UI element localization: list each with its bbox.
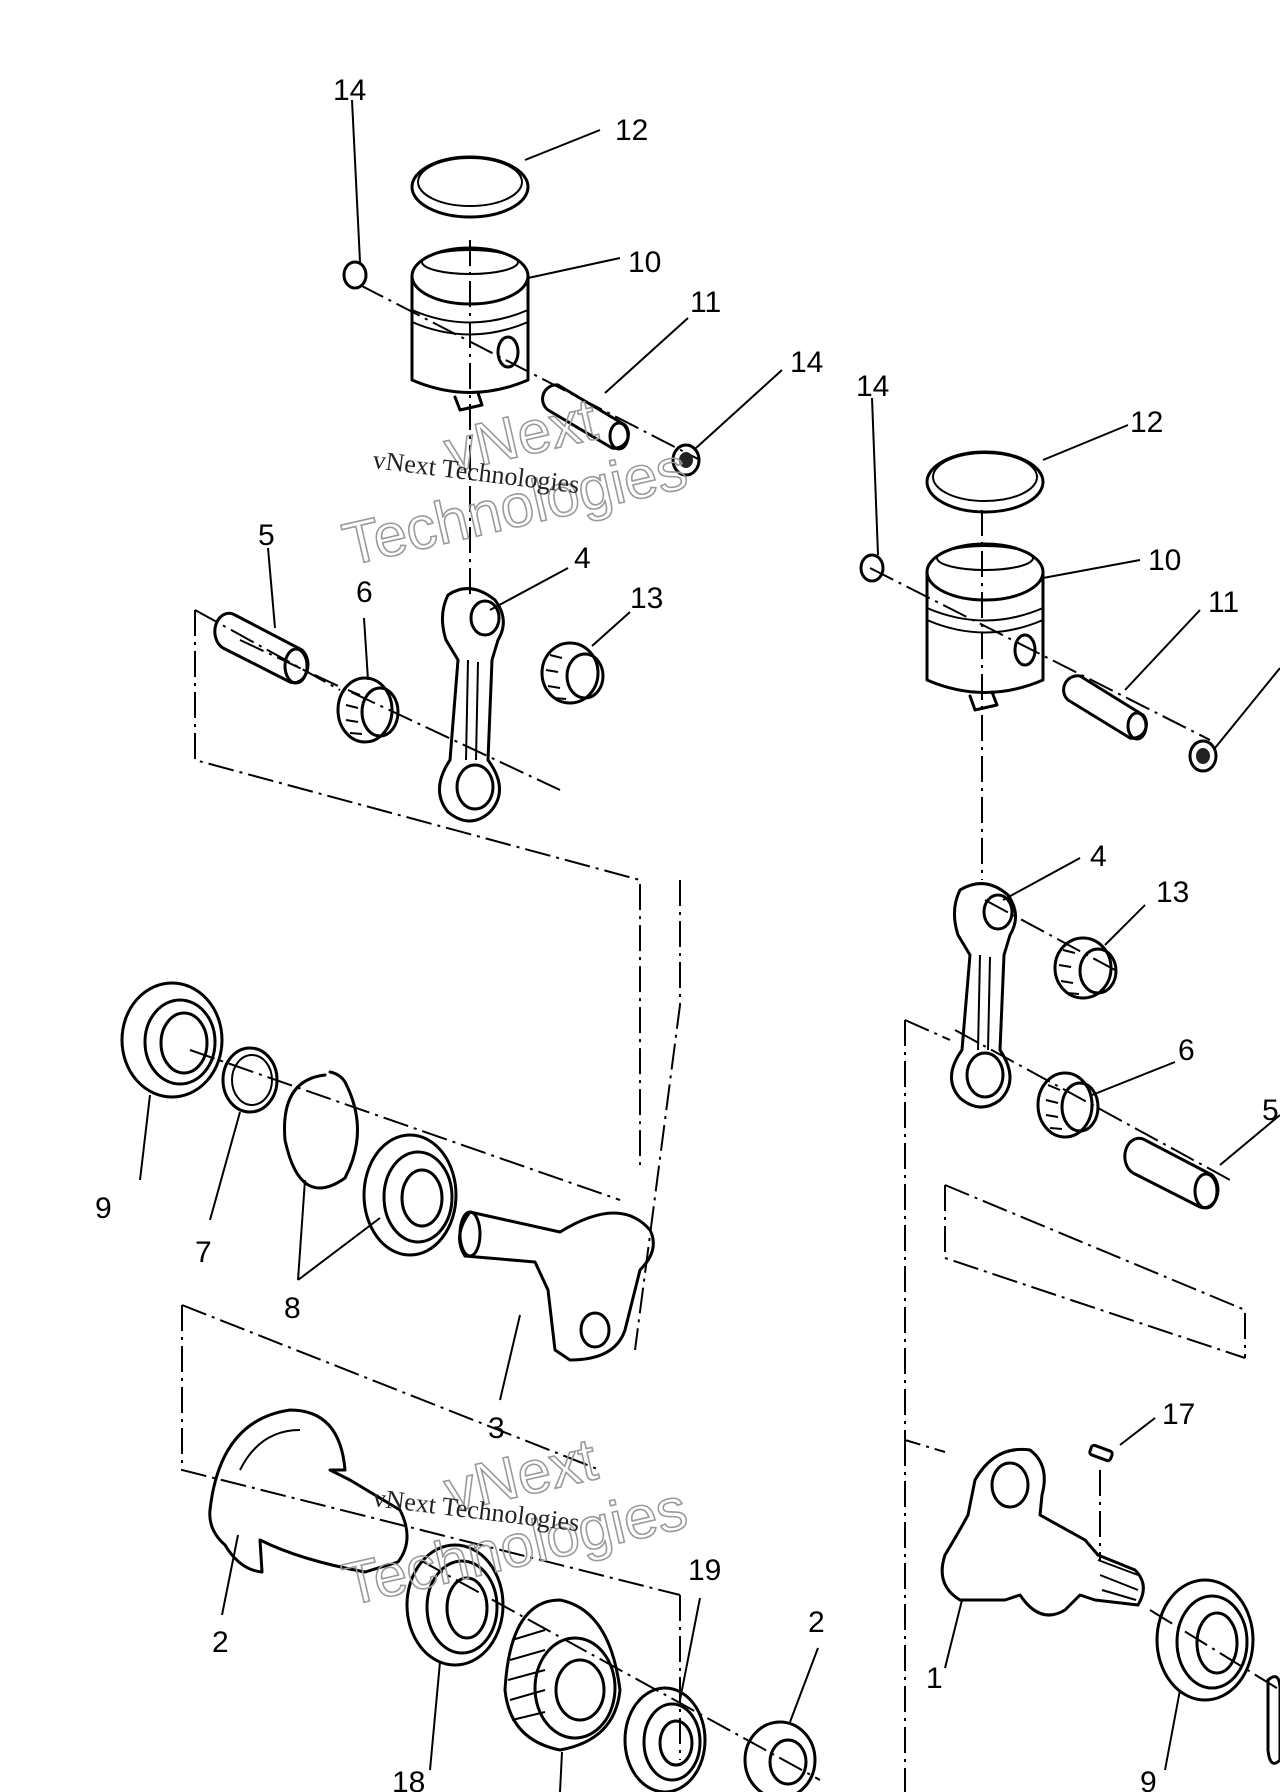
ball-bearing-18 <box>405 1543 505 1667</box>
callout-left-14a: 14 <box>333 74 366 107</box>
callout-right-10: 10 <box>1148 544 1181 577</box>
circlip-left-b <box>671 443 701 477</box>
piston-ring-right <box>925 450 1045 514</box>
right-frames <box>904 1019 1246 1792</box>
callout-left-9: 9 <box>95 1192 112 1225</box>
crankshaft-half-2-left <box>208 1408 409 1574</box>
callout-right-12: 12 <box>1130 406 1163 439</box>
crankshaft-half-1 <box>940 1447 1145 1617</box>
callout-left-3: 3 <box>488 1412 505 1445</box>
callout-left-12: 12 <box>615 114 648 147</box>
piston-left <box>410 246 530 412</box>
callout-right-1: 1 <box>926 1662 943 1695</box>
ball-bearing-19 <box>623 1686 707 1792</box>
right-centerlines <box>869 510 1280 1691</box>
callout-left-7: 7 <box>195 1236 212 1269</box>
callout-left-6: 6 <box>356 576 373 609</box>
piston-pin-right <box>1062 674 1148 741</box>
callout-right-6: 6 <box>1178 1034 1195 1067</box>
callout-right-4: 4 <box>1090 840 1107 873</box>
connecting-rod-right <box>950 882 1017 1109</box>
crank-pin-right <box>1123 1136 1220 1210</box>
piston-ring-left <box>410 155 530 219</box>
circlip-right <box>859 553 885 583</box>
circlip-right-b <box>1188 739 1218 773</box>
crank-pin-left <box>213 611 310 685</box>
piston-pin-left <box>541 383 630 451</box>
callout-left-5: 5 <box>258 519 275 552</box>
needle-bearing-right-13 <box>1053 936 1118 1000</box>
shim-washer-7 <box>221 1046 279 1114</box>
drive-gear <box>503 1598 622 1752</box>
callout-right-13: 13 <box>1156 876 1189 909</box>
ball-bearing-right-9 <box>1155 1578 1255 1702</box>
snap-ring-8 <box>283 1070 359 1190</box>
callout-left-8: 8 <box>284 1292 301 1325</box>
callout-right-9: 9 <box>1140 1766 1157 1792</box>
callout-labels: 14 12 10 11 14 5 6 4 13 9 7 8 3 2 19 2 1… <box>95 74 1279 1792</box>
connecting-rod-left <box>438 587 505 823</box>
callout-left-13: 13 <box>630 582 663 615</box>
oil-seal-2 <box>743 1720 817 1792</box>
needle-bearing-right-6 <box>1036 1071 1100 1139</box>
partial-part-right-edge <box>1266 1675 1280 1765</box>
left-lower-frame <box>181 1304 681 1760</box>
callout-right-14: 14 <box>856 370 889 403</box>
needle-bearing-left-6 <box>336 676 400 744</box>
piston-right <box>925 542 1045 712</box>
callout-right-11: 11 <box>1208 586 1239 619</box>
crankshaft-half-3 <box>458 1210 655 1362</box>
callout-left-14b: 14 <box>790 346 823 379</box>
ball-bearing-left-8 <box>362 1133 458 1257</box>
left-upper-frame <box>194 609 681 1351</box>
ball-bearing-left-9 <box>120 981 224 1099</box>
callout-left-19: 19 <box>688 1554 721 1587</box>
circlip-left-a <box>342 260 368 290</box>
left-leader-lines <box>139 99 819 1792</box>
callout-left-4: 4 <box>574 542 591 575</box>
needle-bearing-left-13 <box>540 641 605 705</box>
callout-left-18: 18 <box>392 1766 425 1792</box>
woodruff-key-17 <box>1088 1443 1114 1463</box>
callout-left-2a: 2 <box>212 1626 229 1659</box>
callout-left-10: 10 <box>628 246 661 279</box>
callout-left-2b: 2 <box>808 1606 825 1639</box>
right-leader-lines <box>871 397 1280 1771</box>
callout-left-11: 11 <box>690 286 721 319</box>
callout-right-5: 5 <box>1262 1094 1279 1127</box>
callout-right-17: 17 <box>1162 1398 1195 1431</box>
left-centerlines <box>189 240 821 1781</box>
